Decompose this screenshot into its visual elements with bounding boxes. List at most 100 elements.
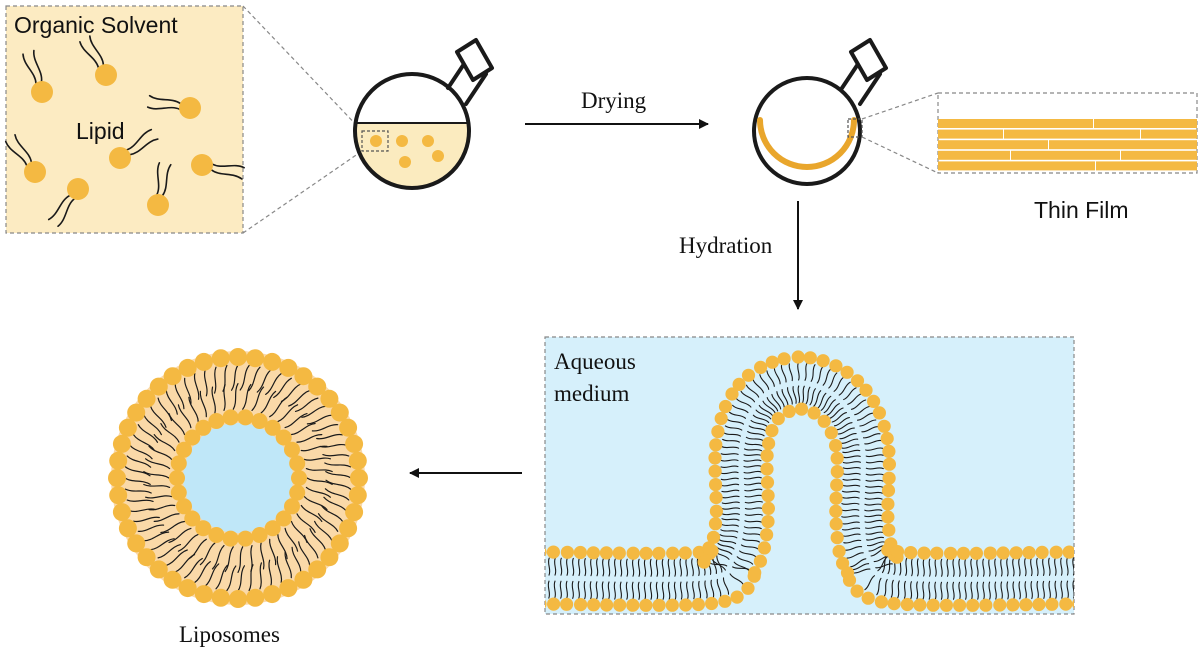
bilayer-head [761,501,776,515]
bilayer-head [639,598,653,612]
liposome-tail [157,397,172,422]
liposome [108,348,368,608]
lipid-tail [210,169,243,180]
liposome-tail [153,434,176,452]
bilayer-tail [910,558,914,577]
liposome-tail [321,505,343,522]
liposome-tail [188,538,207,560]
bilayer-head [882,457,897,471]
bilayer-tail [787,387,793,405]
bilayer-tail [865,467,884,470]
bilayer-tail [982,558,985,577]
bilayer-tail [1006,581,1009,600]
bilayer-head [830,451,844,465]
liposome-head [222,530,239,547]
bilayer-tail [1024,558,1027,577]
bilayer-tail [673,558,677,577]
bilayer-tail [625,581,629,600]
bilayer-tail [988,558,991,577]
bilayer-tail [810,364,816,382]
bilayer-tail [861,426,879,433]
lipid-tail [79,41,100,69]
liposome-tail [126,499,154,502]
bilayer-tail [619,558,623,577]
bilayer-tail [952,581,955,600]
bilayer-head [732,377,746,391]
bilayer-tail [1018,558,1021,577]
lipid-tail [146,106,181,111]
bilayer-tail [578,557,581,577]
liposome-head [294,570,313,589]
bilayer-head [599,546,614,560]
bilayer-tail [864,519,883,523]
bilayer-head [859,383,873,397]
liposome-tail [296,433,323,443]
bilayer-tail [709,562,728,567]
bilayer-tail [816,366,824,384]
liposome-tail [288,390,311,407]
liposome-head [211,588,230,607]
liposome-tail [323,496,347,512]
liposome-head [112,503,131,522]
liposome-head [112,434,131,453]
bilayer-tail [842,527,861,531]
liposome-head [348,486,367,505]
bilayer-tail [584,558,587,577]
liposome-head [237,530,254,547]
liposome-tail [188,396,199,423]
bilayer-tail [740,544,759,550]
liposome-head [170,484,187,501]
lipid-molecule [47,178,89,227]
bilayer-tail [831,412,847,423]
liposome-head [251,413,268,429]
thin-film-panel: Thin Film [937,92,1198,223]
flask-dried-film [757,117,857,170]
liposome-tail [305,468,333,473]
bilayer-tail [792,386,797,404]
lipid-head [191,154,213,176]
bilayer-head [807,406,821,420]
bilayer-tail [572,557,575,576]
bilayer-tail [859,419,877,427]
liposome-tail [177,533,199,552]
bilayer-head [666,546,680,560]
bilayer-head [545,547,547,557]
bilayer-head [709,504,724,518]
bilayer-tail [721,513,740,516]
bilayer-head [917,546,931,560]
bilayer-tail [759,374,770,390]
thin-film-segment [1121,150,1197,160]
liposomes-label: Liposomes [179,622,280,647]
bilayer-head [1045,597,1059,611]
liposome-tail [260,390,277,414]
bilayer-tail [723,432,742,437]
bilayer-tail [724,425,743,431]
bilayer-tail [864,497,883,500]
bilayer-tail [1018,581,1021,600]
bilayer-tail [952,558,955,577]
liposome-head [195,520,212,537]
thin-film-label: Thin Film [1034,197,1129,223]
bilayer-tail [850,399,867,410]
bilayer-head [832,544,846,558]
liposome-tail [148,504,176,511]
liposome-tail [284,527,299,552]
liposome-head [279,579,298,598]
bilayer-tail [964,581,967,600]
bilayer-tail [865,447,884,451]
bilayer-head [725,387,739,401]
liposome-tail [325,479,352,490]
liposome-tail [153,513,180,523]
liposome-tail [184,557,203,579]
bilayer-tail [686,581,689,600]
bilayer-head [748,566,762,580]
liposome-tail [165,390,178,415]
liposome-tail [276,556,283,583]
bilayer-head [1009,546,1023,560]
bilayer-tail [843,387,857,401]
bilayer-tail [743,459,762,462]
bilayer-tail [773,367,781,385]
lipid-molecule [79,35,117,86]
bilayer-head [546,545,561,559]
bilayer-tail [679,558,683,577]
